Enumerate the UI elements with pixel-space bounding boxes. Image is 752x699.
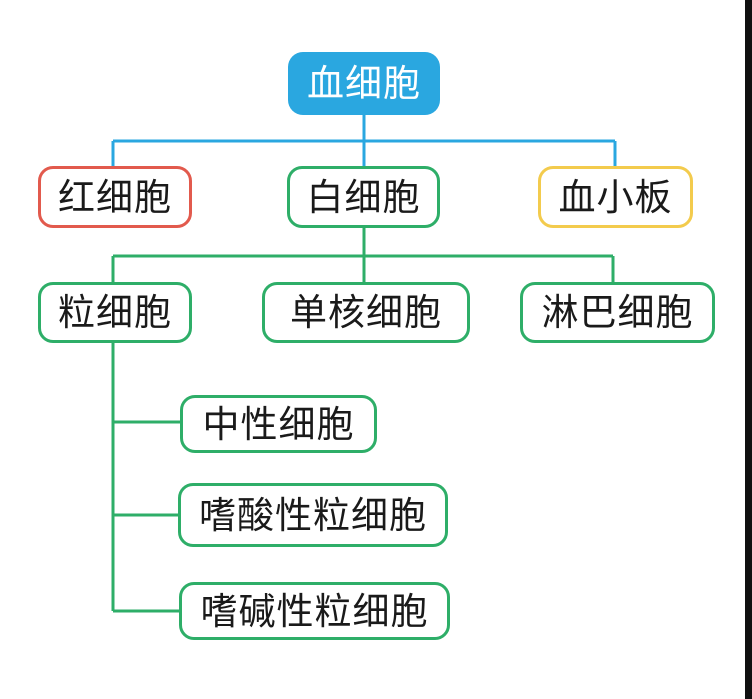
- node-red-blood-cell: 红细胞: [38, 166, 192, 228]
- node-lymphocyte: 淋巴细胞: [520, 282, 715, 343]
- node-platelet: 血小板: [538, 166, 693, 228]
- node-eosinophil: 嗜酸性粒细胞: [178, 483, 448, 547]
- node-blood-cell: 血细胞: [288, 52, 440, 115]
- node-platelet-label: 血小板: [558, 176, 673, 218]
- connector-granulocyte-branches: [111, 343, 181, 613]
- node-granulocyte-label: 粒细胞: [58, 292, 172, 333]
- node-blood-cell-label: 血细胞: [307, 63, 421, 104]
- node-basophil-label: 嗜碱性粒细胞: [200, 590, 429, 632]
- screenshot-right-edge-strip: [745, 0, 752, 699]
- node-red-blood-cell-label: 红细胞: [58, 176, 172, 218]
- connector-root-to-level2: [111, 114, 617, 167]
- node-eosinophil-label: 嗜酸性粒细胞: [199, 494, 427, 536]
- node-monocyte-label: 单核细胞: [290, 292, 442, 333]
- node-white-blood-cell-label: 白细胞: [306, 176, 421, 218]
- node-granulocyte: 粒细胞: [38, 282, 192, 343]
- node-white-blood-cell: 白细胞: [287, 166, 440, 228]
- node-monocyte: 单核细胞: [262, 282, 470, 343]
- node-basophil: 嗜碱性粒细胞: [179, 582, 450, 640]
- node-neutrophil-label: 中性细胞: [202, 403, 355, 445]
- node-neutrophil: 中性细胞: [180, 395, 377, 453]
- connector-wbc-to-level3: [111, 228, 615, 283]
- node-lymphocyte-label: 淋巴细胞: [541, 292, 694, 333]
